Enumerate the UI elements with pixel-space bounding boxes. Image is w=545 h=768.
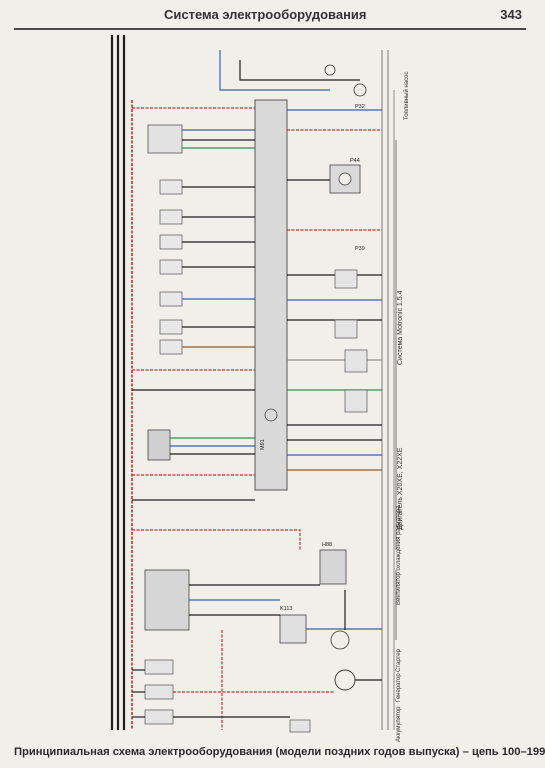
page-header: Система электрооборудования 343 (14, 4, 526, 30)
svg-text:K113: K113 (280, 606, 292, 612)
output-wires (219, 50, 382, 471)
battery-label: Аккумулятор (396, 706, 402, 742)
right-components: P44 P32 P39 H88 K113 (279, 64, 368, 733)
power-bus (110, 35, 133, 730)
motronic-label: Система Motronic 1.5.4 (397, 290, 404, 365)
ecu-label: M91 (260, 439, 266, 450)
svg-text:P32: P32 (355, 104, 365, 110)
svg-text:H88: H88 (322, 542, 332, 548)
engine-label: Двигатель X20XE, X22XE (397, 447, 404, 530)
generator-label: Генератор (396, 673, 402, 702)
sensor-blocks (144, 124, 190, 725)
ground-rails (381, 50, 395, 730)
lower-wires (132, 529, 382, 730)
figure-caption: Принципиальная схема электрооборудования… (14, 746, 545, 758)
wiring-schematic: M91 (110, 35, 410, 742)
starter-label: Стартер (396, 648, 402, 672)
svg-text:P44: P44 (350, 158, 360, 164)
ecu-symbol (264, 408, 278, 422)
running-title: Система электрооборудования (164, 7, 367, 22)
svg-text:P39: P39 (355, 246, 365, 252)
radiator-fan-label: Вентилятор охлаждения радиатора (396, 505, 402, 605)
harness-wires (132, 107, 255, 501)
fuel-pump-label: Топливный насос (403, 71, 410, 120)
ecu-block (254, 99, 288, 491)
page-number: 343 (500, 7, 522, 22)
